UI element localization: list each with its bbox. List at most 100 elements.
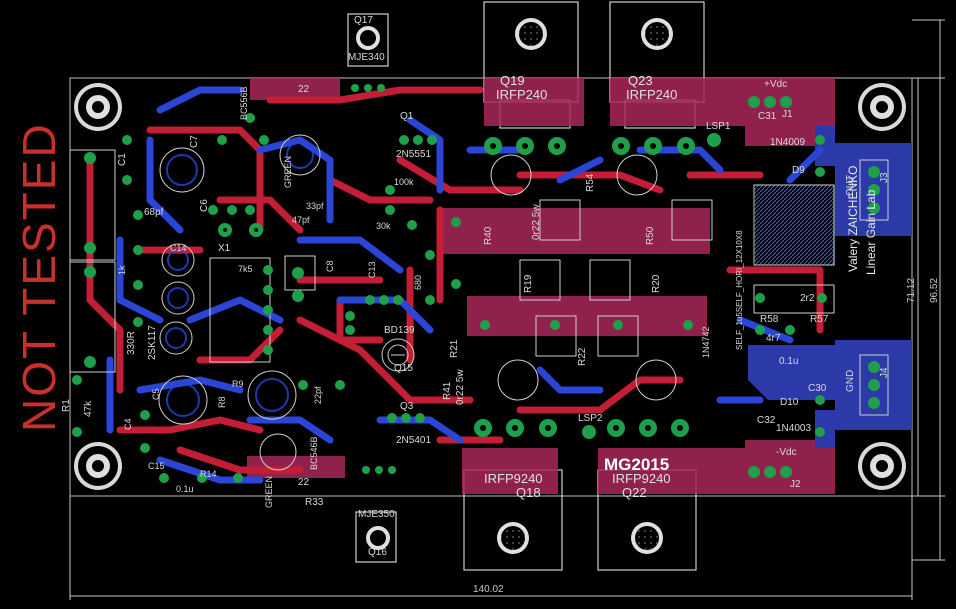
label-q23: Q23	[628, 73, 653, 88]
label-1k: 1k	[117, 265, 127, 275]
label-c31: C31	[758, 111, 777, 122]
label-q18: Q18	[516, 485, 541, 500]
label-22-top: 22	[298, 84, 310, 95]
label-r40: R40	[483, 226, 494, 245]
label-r19: R19	[523, 274, 534, 293]
label-c6: C6	[199, 199, 210, 212]
label-q1: Q1	[400, 111, 414, 122]
label-r9: R9	[232, 379, 244, 389]
label-r41: R41	[442, 381, 453, 400]
label-r57: R57	[810, 314, 829, 325]
label-q17: Q17	[354, 15, 373, 26]
label-680: 680	[413, 274, 423, 290]
label-c4: C4	[123, 418, 133, 430]
label-bc556b: BC556B	[239, 86, 249, 120]
label-r14: R14	[200, 469, 217, 479]
label-irfp240-b: IRFP240	[626, 87, 678, 102]
label-22-bot: 22	[298, 477, 310, 488]
label-r1-value: 47k	[83, 400, 94, 417]
component-outlines	[69, 134, 889, 471]
label-100k: 100k	[394, 177, 414, 187]
label-4r7: 4r7	[766, 333, 781, 344]
label-vdc-pos: +Vdc	[764, 79, 788, 90]
label-30k: 30k	[376, 221, 391, 231]
label-q19: Q19	[500, 73, 525, 88]
label-0r22-b: 0r22 5w	[455, 369, 466, 405]
board-id: MG2015	[604, 455, 670, 474]
label-mje340: MJE340	[348, 52, 385, 63]
label-2r2: 2r2	[800, 293, 815, 304]
label-d10: D10	[780, 397, 799, 408]
label-33pf: 33pf	[306, 201, 324, 211]
label-out: OUT	[845, 174, 856, 196]
label-green-b: GREEN	[264, 475, 274, 508]
label-7k5: 7k5	[238, 264, 253, 274]
label-c13: C13	[367, 261, 377, 278]
label-r50: R50	[645, 226, 656, 245]
label-47pf: 47pf	[292, 215, 310, 225]
label-r20: R20	[651, 274, 662, 293]
dimension-lines	[69, 19, 945, 600]
label-22pf: 22pf	[313, 386, 323, 404]
label-j2: J2	[790, 479, 801, 490]
label-q22: Q22	[622, 485, 647, 500]
label-r58: R58	[760, 314, 779, 325]
label-1n4742: 1N4742	[701, 326, 711, 358]
label-2n5551: 2N5551	[396, 149, 432, 160]
label-q15: Q15	[394, 363, 413, 374]
label-r1: R1	[61, 399, 72, 412]
label-x1: X1	[218, 243, 231, 254]
label-q3: Q3	[400, 401, 414, 412]
capacitor-hatching	[165, 141, 314, 417]
label-r22: R22	[577, 347, 588, 366]
top-copper-pours	[247, 78, 835, 494]
label-irfp9240-a: IRFP9240	[484, 471, 543, 486]
label-c15: C15	[148, 461, 165, 471]
label-gnd: GND	[845, 369, 856, 392]
label-c7: C7	[189, 135, 200, 148]
top-traces	[86, 86, 824, 474]
bias-pot	[387, 344, 409, 366]
dim-height-inner: 71.12	[906, 277, 917, 303]
label-q16: Q16	[368, 547, 387, 558]
label-0r22-a: 0r22 5w	[531, 204, 542, 240]
label-lsp1: LSP1	[706, 121, 731, 132]
label-vdc-neg: -Vdc	[776, 447, 797, 458]
label-c14: C14	[170, 243, 187, 253]
label-lsp2: LSP2	[578, 413, 603, 424]
watermark: NOT TESTED	[13, 122, 65, 432]
label-330r: 330R	[126, 331, 137, 355]
label-bc546b: BC546B	[309, 436, 319, 470]
label-green-a: GREEN	[283, 155, 293, 188]
label-c01-bottom: 0.1u	[176, 484, 194, 494]
label-r54: R54	[585, 173, 596, 192]
label-j1: J1	[782, 109, 793, 120]
label-n4003: 1N4003	[776, 423, 812, 434]
label-c30: C30	[808, 383, 827, 394]
label-self: SELF_1u5SELF_HORI_12X10X8	[735, 230, 744, 350]
label-mje350: MJE350	[358, 509, 395, 520]
credit-lab: Linear Gain Lab	[864, 189, 878, 275]
label-bd139: BD139	[384, 325, 415, 336]
label-d9: D9	[792, 165, 805, 176]
label-j4: J4	[879, 367, 890, 378]
label-irfp240-a: IRFP240	[496, 87, 548, 102]
label-c8: C8	[325, 260, 335, 272]
dim-width: 140.02	[473, 584, 504, 595]
label-2sk117: 2SK117	[147, 325, 158, 360]
dim-height-outer: 96.52	[929, 277, 940, 303]
self-inductor-hatch	[755, 185, 835, 265]
label-j3: J3	[879, 172, 890, 183]
label-c32: C32	[757, 415, 776, 426]
label-c5: C5	[151, 388, 161, 400]
label-2n5401: 2N5401	[396, 435, 432, 446]
label-n4009: 1N4009	[770, 137, 806, 148]
label-c1: C1	[117, 153, 128, 166]
mounting-holes	[74, 83, 906, 490]
label-c01: 0.1u	[779, 356, 799, 367]
label-c2: 68pf	[144, 207, 164, 218]
label-r8: R8	[217, 396, 227, 408]
label-r21: R21	[449, 339, 460, 358]
label-r33: R33	[305, 497, 324, 508]
